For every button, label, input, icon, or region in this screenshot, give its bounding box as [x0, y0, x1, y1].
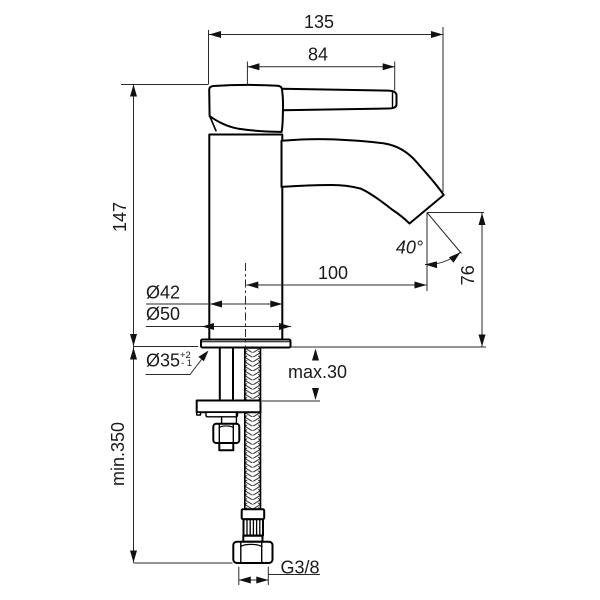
svg-text:max.30: max.30	[288, 362, 347, 382]
svg-text:40°: 40°	[396, 238, 423, 258]
svg-text:G3/8: G3/8	[281, 558, 320, 578]
svg-text:Ø50: Ø50	[146, 304, 180, 324]
svg-text:84: 84	[308, 45, 328, 65]
svg-text:147: 147	[110, 202, 130, 232]
svg-text:+2: +2	[180, 350, 191, 361]
svg-text:Ø42: Ø42	[146, 283, 180, 303]
svg-text:Ø35: Ø35	[146, 351, 180, 371]
svg-text:min.350: min.350	[108, 422, 128, 486]
svg-text:135: 135	[304, 12, 334, 32]
svg-text:100: 100	[318, 263, 348, 283]
svg-text:76: 76	[458, 265, 478, 285]
svg-text:- 1: - 1	[181, 358, 192, 369]
